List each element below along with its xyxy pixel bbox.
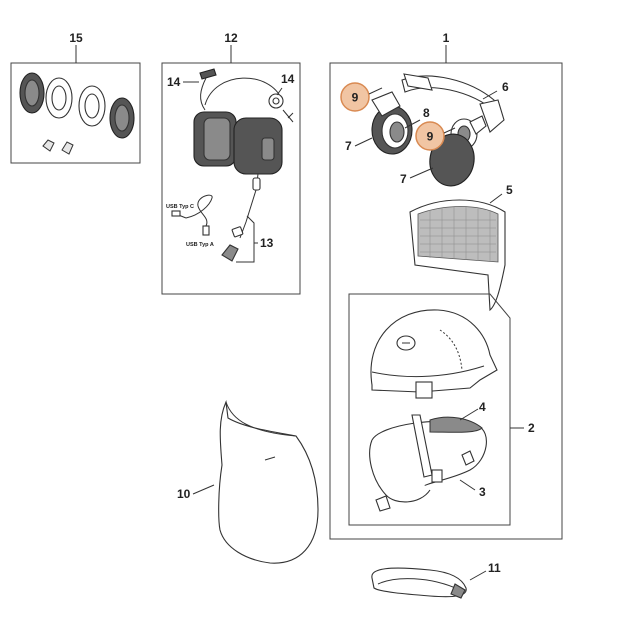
callout-9a-badge[interactable]: 9	[340, 82, 370, 112]
ear-cushion-ring-icon	[109, 97, 135, 139]
harness-icon	[369, 414, 487, 512]
callout-14b[interactable]: 14	[281, 72, 295, 86]
ear-foam-insert-icon	[61, 141, 74, 155]
ear-muff-left-icon	[193, 111, 237, 167]
callout-3[interactable]: 3	[479, 485, 486, 499]
usb-c-cable-icon	[175, 194, 213, 227]
group-12-headset: 12 USB Typ C USB Typ A	[161, 31, 301, 295]
adapter-icon	[221, 244, 239, 262]
face-shield-icon	[218, 399, 319, 564]
callout-12[interactable]: 12	[224, 31, 238, 45]
usb-a-plug-icon	[202, 225, 210, 236]
helmet-shell-icon	[370, 309, 498, 399]
headband-clip-icon	[403, 73, 433, 91]
usb-c-label: USB Typ C	[166, 204, 194, 210]
group-2-helmet: 2 4 3	[348, 293, 535, 526]
headband-pad-icon	[479, 99, 505, 133]
group-15-ear-cushions: 15	[10, 31, 141, 164]
callout-6[interactable]: 6	[502, 80, 509, 94]
callout-9b[interactable]: 9	[427, 130, 434, 144]
callout-1[interactable]: 1	[443, 31, 450, 45]
ear-foam-insert-icon	[42, 139, 55, 152]
usb-c-plug-icon	[171, 210, 181, 217]
callout-13[interactable]: 13	[260, 236, 274, 250]
microphone-icon	[199, 68, 217, 80]
ear-muff-right-icon	[233, 117, 283, 175]
callout-2[interactable]: 2	[528, 421, 535, 435]
ear-muff-icon	[429, 118, 478, 187]
callout-9b-badge[interactable]: 9	[415, 121, 445, 151]
callout-8[interactable]: 8	[423, 106, 430, 120]
usb-a-plug-icon	[231, 226, 244, 238]
part-10-shield: 10	[177, 399, 319, 564]
headband-icon	[204, 77, 283, 106]
ear-cushion-ring-icon	[78, 85, 106, 127]
callout-10[interactable]: 10	[177, 487, 191, 501]
callout-9a[interactable]: 9	[352, 91, 359, 105]
callout-11[interactable]: 11	[488, 561, 501, 575]
callout-15[interactable]: 15	[69, 31, 83, 45]
callout-5[interactable]: 5	[506, 183, 513, 197]
callout-14a[interactable]: 14	[167, 75, 181, 89]
chin-strap-icon	[371, 567, 467, 598]
muff-arm-icon	[371, 91, 401, 117]
cable-connector-icon	[252, 177, 261, 191]
ear-cushion-ring-icon	[45, 77, 73, 119]
usb-a-label: USB Typ A	[186, 242, 214, 248]
callout-7b[interactable]: 7	[400, 172, 407, 186]
group-2-box	[348, 293, 511, 526]
callout-4[interactable]: 4	[479, 400, 486, 414]
ear-cushion-ring-icon	[19, 72, 45, 114]
group-1-assembly: 1 6 8 7 7 9	[329, 31, 563, 540]
part-11-chinstrap: 11	[371, 561, 501, 599]
mesh-visor-icon	[409, 199, 506, 312]
callout-7a[interactable]: 7	[345, 139, 352, 153]
ear-muff-icon	[371, 105, 413, 155]
